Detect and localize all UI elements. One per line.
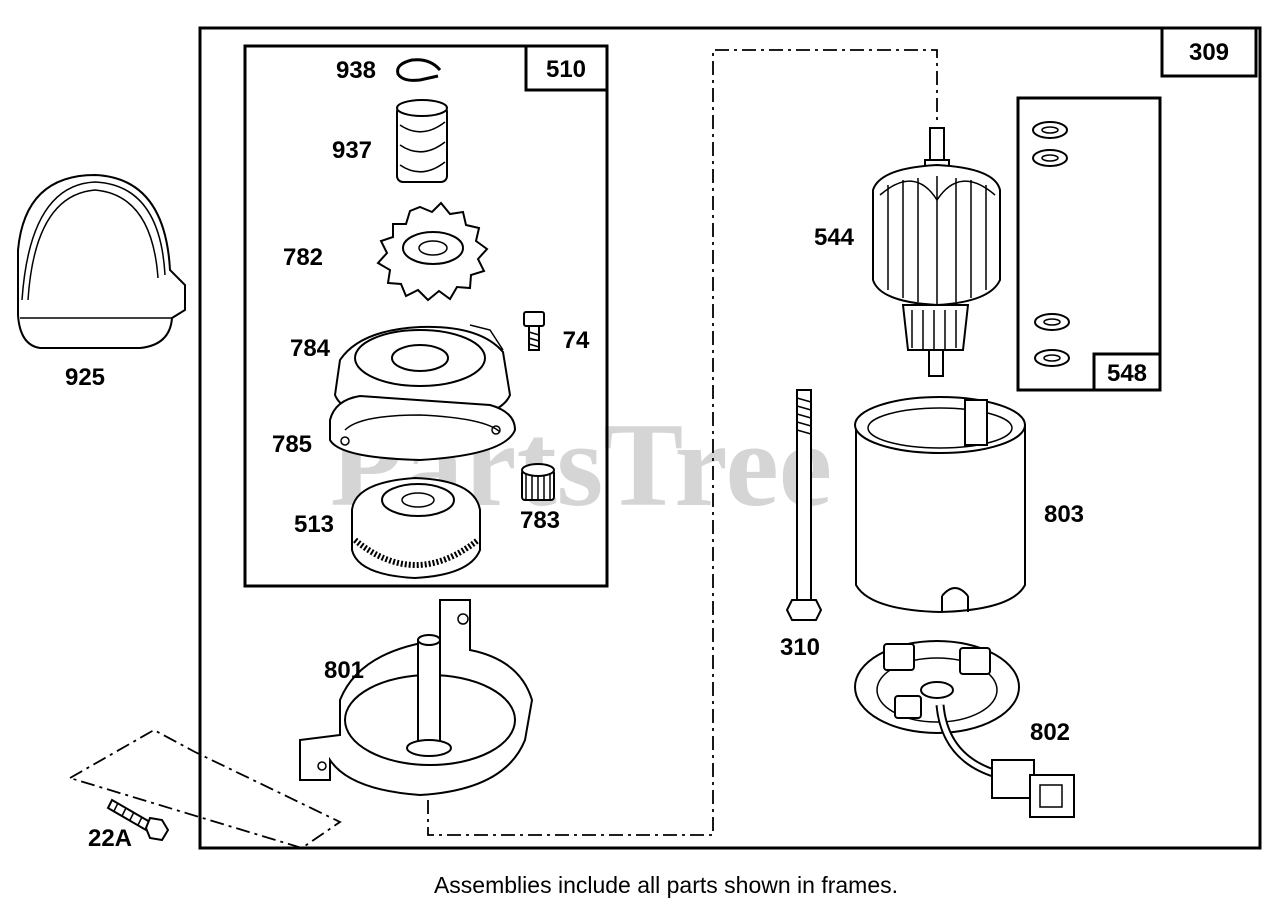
screw-74 xyxy=(523,311,545,351)
label-783: 783 xyxy=(520,507,560,534)
caption: Assemblies include all parts shown in fr… xyxy=(434,872,898,898)
gear-782 xyxy=(376,201,489,302)
label-22a: 22A xyxy=(88,825,132,852)
frame-510-label: 510 xyxy=(546,56,586,83)
label-310: 310 xyxy=(780,634,820,661)
label-785: 785 xyxy=(272,431,312,458)
label-803: 803 xyxy=(1044,501,1084,528)
pinion-783 xyxy=(521,463,555,501)
frame-309 xyxy=(198,26,1262,850)
helix-937 xyxy=(396,99,448,183)
frame-510-tag xyxy=(524,44,609,92)
label-938: 938 xyxy=(336,57,376,84)
screw-22a xyxy=(106,798,170,842)
end-cap-801 xyxy=(299,599,534,797)
frame-548-label: 548 xyxy=(1107,360,1147,387)
label-784: 784 xyxy=(290,335,331,362)
washers-548 xyxy=(1032,121,1070,367)
screw-leader-box xyxy=(67,728,342,849)
frame-309-tag xyxy=(1160,26,1258,78)
label-937: 937 xyxy=(332,137,372,164)
label-925: 925 xyxy=(65,364,105,391)
cover-925 xyxy=(17,173,186,349)
frame-548-tag xyxy=(1092,352,1162,392)
assembly-leader-line xyxy=(427,49,938,836)
label-544: 544 xyxy=(814,224,855,251)
label-74: 74 xyxy=(563,327,590,354)
ring-gear-513 xyxy=(351,476,481,580)
housing-803 xyxy=(854,396,1026,614)
frame-510 xyxy=(243,44,609,588)
brush-plate-802 xyxy=(854,640,1075,818)
gasket-785 xyxy=(329,394,517,462)
clip-938 xyxy=(396,58,442,82)
label-802: 802 xyxy=(1030,719,1070,746)
frame-548 xyxy=(1016,96,1162,392)
bolt-310 xyxy=(785,389,823,621)
label-801: 801 xyxy=(324,657,364,684)
label-513: 513 xyxy=(294,511,334,538)
label-782: 782 xyxy=(283,244,323,271)
armature-544 xyxy=(872,127,1001,377)
frame-309-label: 309 xyxy=(1189,39,1229,66)
